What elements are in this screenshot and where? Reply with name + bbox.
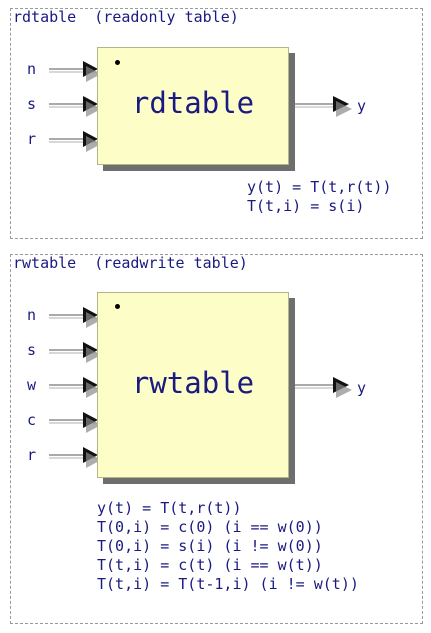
rwtable-panel: rwtable (readwrite table) bbox=[10, 254, 423, 624]
rwtable-block-label: rwtable bbox=[131, 366, 255, 400]
rwtable-equation-4: T(t,i) = c(t) (i == w(t)) bbox=[97, 556, 323, 574]
rwtable-port-c: c bbox=[27, 411, 37, 429]
rdtable-output-y-wire bbox=[289, 96, 352, 117]
rwtable-block: rwtable bbox=[97, 292, 289, 478]
rdtable-wires bbox=[49, 61, 352, 152]
rwtable-equation-2: T(0,i) = c(0) (i == w(0)) bbox=[97, 518, 323, 536]
rwtable-equation-3: T(0,i) = s(i) (i != w(0)) bbox=[97, 537, 323, 555]
rdtable-block: rdtable bbox=[97, 47, 289, 165]
block-dot-icon bbox=[115, 60, 120, 65]
rdtable-port-s: s bbox=[27, 95, 37, 113]
rwtable-input-c-wire bbox=[49, 412, 101, 433]
rdtable-input-r-wire bbox=[49, 131, 101, 152]
rwtable-equation-5: T(t,i) = T(t-1,i) (i != w(t)) bbox=[97, 575, 359, 593]
rdtable-port-r: r bbox=[27, 130, 37, 148]
rdtable-input-n-wire bbox=[49, 61, 101, 82]
rwtable-port-n: n bbox=[27, 306, 37, 324]
rwtable-title: rwtable (readwrite table) bbox=[13, 254, 248, 272]
rdtable-panel: rdtable (readonly table) bbox=[10, 8, 423, 239]
rdtable-equation-1: y(t) = T(t,r(t)) bbox=[247, 178, 392, 196]
rdtable-port-y: y bbox=[357, 97, 367, 115]
rwtable-input-w-wire bbox=[49, 377, 101, 398]
rdtable-equation-2: T(t,i) = s(i) bbox=[247, 197, 365, 215]
rwtable-wires bbox=[49, 307, 352, 468]
rwtable-input-n-wire bbox=[49, 307, 101, 328]
rwtable-port-r: r bbox=[27, 446, 37, 464]
rdtable-block-label: rdtable bbox=[131, 86, 255, 120]
rdtable-input-s-wire bbox=[49, 96, 101, 117]
rwtable-port-s: s bbox=[27, 341, 37, 359]
rwtable-input-r-wire bbox=[49, 447, 101, 468]
rwtable-input-s-wire bbox=[49, 342, 101, 363]
rwtable-output-y-wire bbox=[289, 377, 352, 398]
rdtable-title: rdtable (readonly table) bbox=[13, 8, 239, 26]
rwtable-port-w: w bbox=[27, 376, 37, 394]
block-dot-icon bbox=[115, 304, 120, 309]
rdtable-port-n: n bbox=[27, 60, 37, 78]
rwtable-equation-1: y(t) = T(t,r(t)) bbox=[97, 499, 242, 517]
rwtable-port-y: y bbox=[357, 379, 367, 397]
